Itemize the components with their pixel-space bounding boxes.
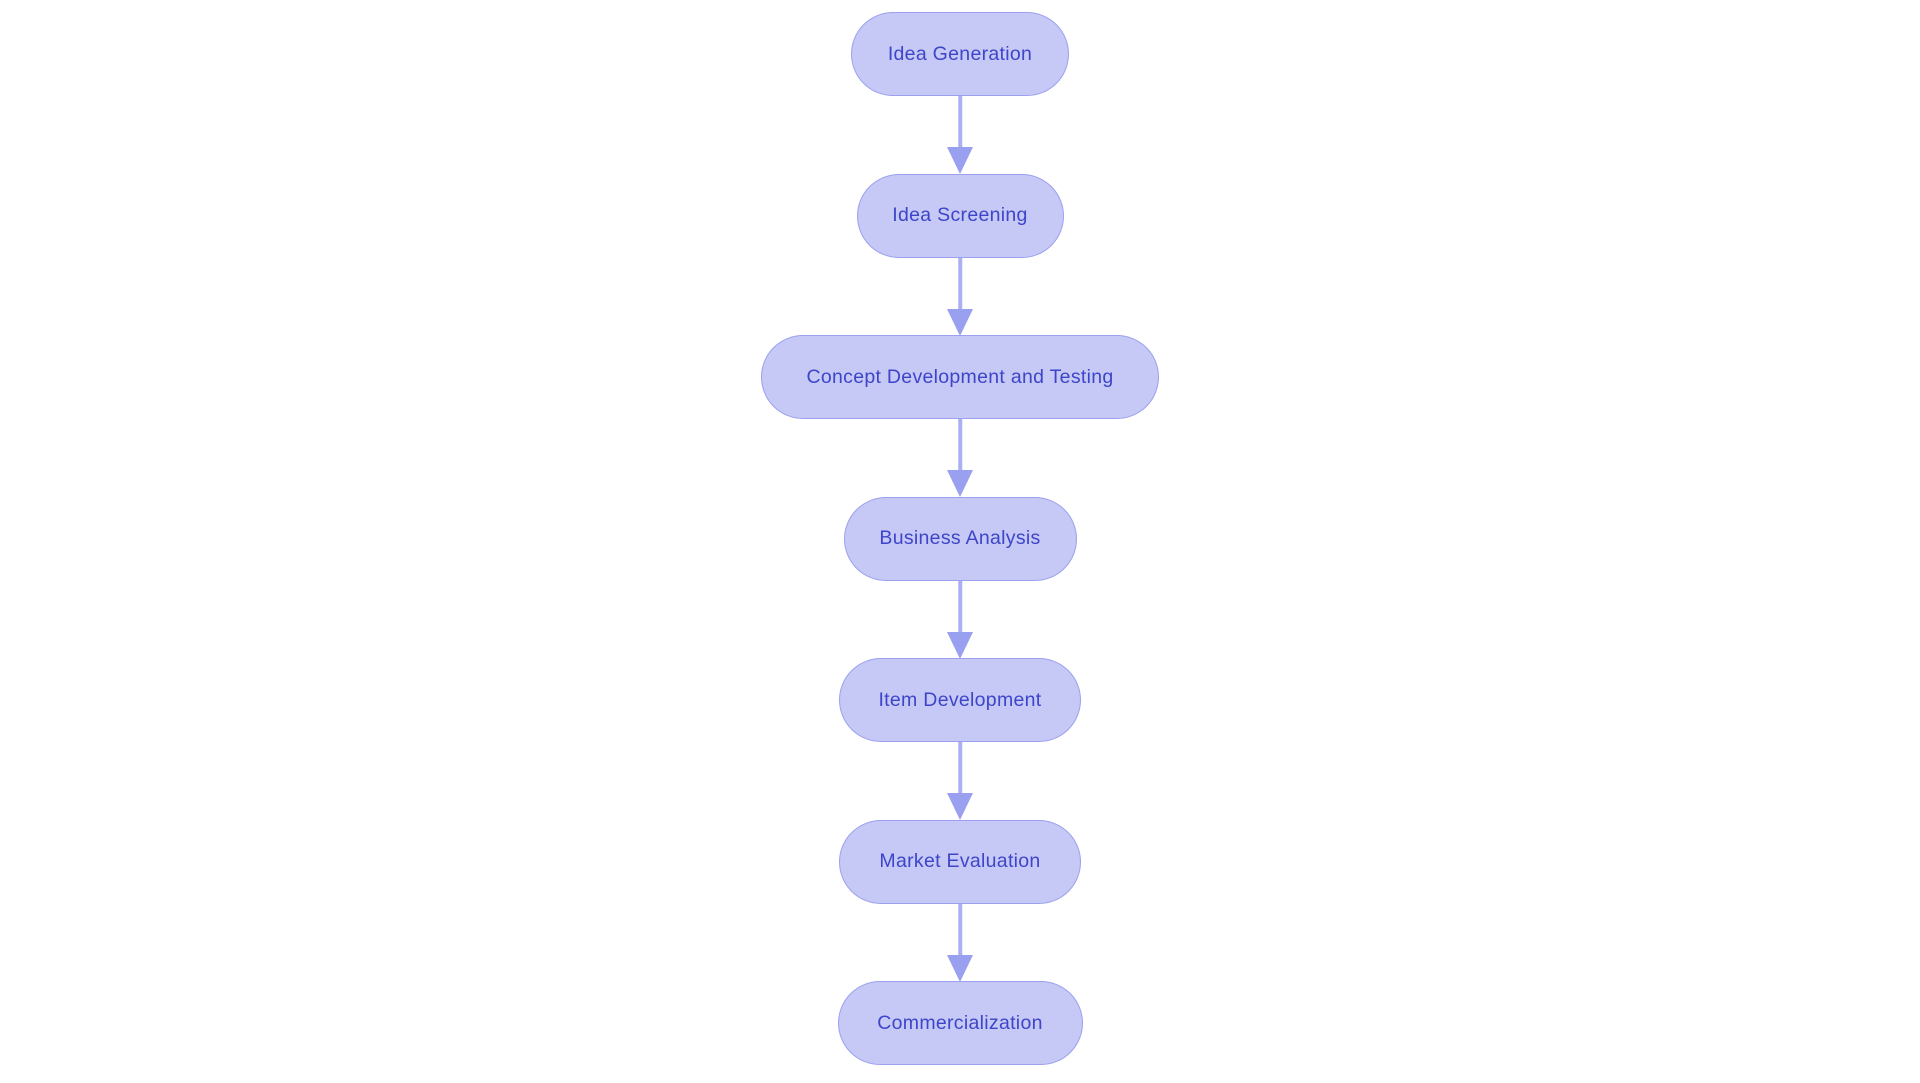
connector-arrow-6 (946, 903, 974, 982)
arrowhead-down-icon (947, 954, 973, 982)
flowchart-node-business-analysis: Business Analysis (843, 496, 1077, 581)
connector-arrow-3 (946, 419, 974, 497)
arrow-line (958, 257, 962, 311)
node-label: Market Evaluation (879, 850, 1041, 872)
arrow-line (958, 419, 962, 472)
node-label: Commercialization (877, 1011, 1043, 1034)
arrowhead-down-icon (947, 631, 973, 659)
connector-arrow-2 (946, 257, 974, 336)
flowchart-node-idea-screening: Idea Screening (856, 173, 1064, 258)
arrowhead-down-icon (947, 470, 973, 497)
node-label: Concept Development and Testing (806, 365, 1114, 388)
connector-arrow-5 (946, 742, 974, 820)
arrow-line (958, 903, 962, 957)
arrowhead-down-icon (947, 147, 973, 174)
flowchart-node-market-evaluation: Market Evaluation (839, 819, 1081, 904)
flowchart-node-idea-generation: Idea Generation (851, 12, 1069, 96)
arrow-line (958, 580, 962, 634)
node-label: Idea Generation (887, 42, 1033, 65)
connector-arrow-4 (946, 580, 974, 659)
arrow-line (958, 96, 962, 149)
node-label: Idea Screening (892, 204, 1028, 226)
node-label: Item Development (878, 688, 1042, 711)
flowchart-node-concept-development-and-testing: Concept Development and Testing (761, 335, 1159, 419)
flowchart: Idea Generation Idea Screening Concept D… (0, 12, 1920, 1065)
arrowhead-down-icon (947, 308, 973, 336)
node-label: Business Analysis (879, 527, 1041, 549)
connector-arrow-1 (946, 96, 974, 174)
flowchart-node-commercialization: Commercialization (837, 981, 1083, 1065)
arrow-line (958, 742, 962, 795)
flowchart-node-item-development: Item Development (839, 658, 1081, 742)
arrowhead-down-icon (947, 793, 973, 820)
